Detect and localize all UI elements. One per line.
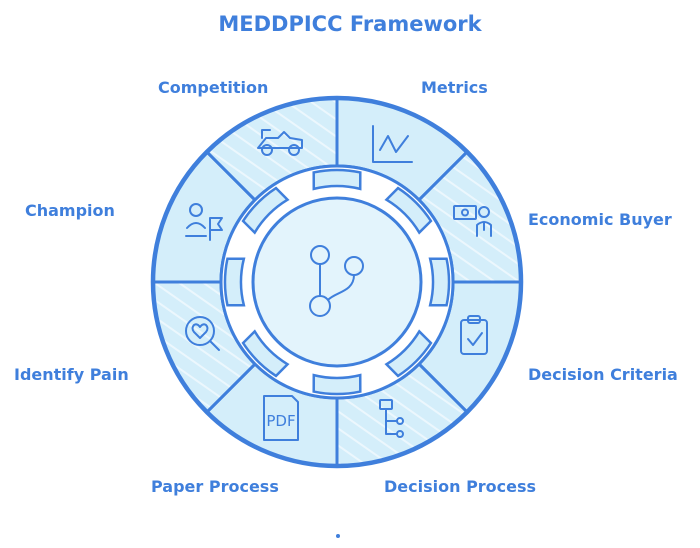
branching-flow-icon	[309, 245, 364, 317]
process-flow-icon	[379, 399, 404, 438]
race-car-icon	[257, 129, 303, 156]
ring-notch	[384, 186, 433, 235]
line-chart-icon	[372, 125, 413, 163]
label-economic-buyer: Economic Buyer	[528, 210, 672, 229]
heart-magnifier-icon	[185, 316, 220, 351]
pdf-document-icon: PDF	[263, 395, 299, 441]
pdf-icon-text: PDF	[266, 412, 295, 430]
person-with-flag-icon	[185, 203, 223, 241]
person-with-money-icon	[453, 205, 492, 237]
center-hub	[251, 196, 423, 368]
ring-notch	[241, 186, 290, 235]
clipboard-check-icon	[460, 315, 488, 355]
label-decision-process: Decision Process	[384, 477, 537, 496]
diagram-title: MEDDPICC Framework	[218, 12, 482, 36]
ring-notch	[384, 329, 433, 378]
label-champion: Champion	[25, 201, 115, 220]
label-identify-pain: Identify Pain	[14, 365, 129, 384]
wheel-outer-rim	[150, 95, 524, 469]
label-decision-criteria: Decision Criteria	[528, 365, 678, 384]
ring-notch	[312, 373, 362, 396]
label-competition: Competition	[158, 78, 269, 97]
ring-notch	[241, 329, 290, 378]
ring-notch	[428, 257, 451, 307]
ring-notch	[223, 257, 246, 307]
label-metrics: Metrics	[421, 78, 488, 97]
ring-notch	[312, 168, 362, 191]
label-paper-process: Paper Process	[151, 477, 279, 496]
page-indicator-dot	[336, 534, 340, 538]
